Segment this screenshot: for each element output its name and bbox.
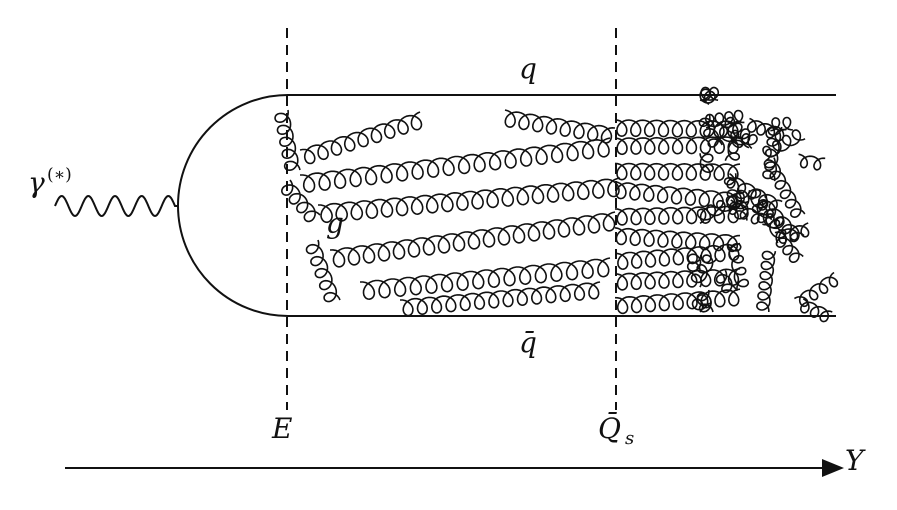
gluon-line — [299, 111, 423, 165]
gluon-line — [504, 109, 616, 144]
gluon-line — [614, 227, 741, 253]
gluon-line — [745, 188, 787, 244]
gluon-line — [726, 173, 783, 212]
gluon-line — [704, 109, 745, 129]
gluon-line — [756, 250, 777, 312]
gluon-line — [775, 233, 804, 263]
gluon-line — [762, 129, 806, 162]
axis-label: Y — [845, 444, 866, 477]
gluon-line — [614, 136, 741, 156]
gluon-line — [280, 179, 321, 223]
gluon-line — [300, 137, 611, 193]
gluon-line — [318, 177, 621, 224]
photon-label: γ — [28, 166, 45, 199]
cut-right-label: Q̄ — [598, 411, 621, 445]
gluon-line — [400, 281, 601, 317]
gluon-line — [696, 191, 749, 224]
quark-label: q — [519, 52, 537, 85]
gluon-line — [614, 181, 740, 210]
gluon-line — [614, 162, 741, 182]
gluon-line — [614, 205, 741, 226]
gluon-line — [726, 242, 750, 291]
gluon-line — [614, 267, 741, 291]
gluon-line — [724, 135, 744, 161]
gluon-label: g — [326, 207, 344, 240]
gluon-line — [764, 157, 806, 219]
gluon-line — [615, 242, 741, 271]
gluon-cascade — [274, 86, 839, 323]
gluon-line — [700, 86, 720, 101]
dipole-semicircle — [177, 94, 289, 317]
gluon-line — [798, 153, 826, 171]
gluon-line — [699, 153, 715, 174]
photon-wavy-line — [54, 194, 178, 218]
gluon-line — [715, 269, 737, 294]
antiquark-label: q̄ — [519, 326, 537, 359]
gluon-line — [329, 211, 616, 268]
gluon-line — [690, 254, 718, 288]
cut-left-label: E — [271, 412, 292, 445]
gluon-line — [720, 116, 758, 149]
gluon-line — [746, 117, 787, 142]
gluon-line — [799, 298, 833, 323]
gluon-line — [698, 113, 723, 148]
gluon-line — [794, 271, 839, 308]
gluon-line — [614, 288, 741, 315]
gluon-line — [274, 109, 301, 172]
gluon-line — [728, 199, 765, 225]
gluon-line — [770, 116, 793, 132]
rapidity-axis-arrowhead — [822, 459, 844, 477]
gluon-line — [691, 294, 711, 313]
gluon-line — [686, 253, 702, 272]
photon-label-superscript: (∗) — [47, 165, 72, 185]
cut-right-label-subscript: s — [625, 428, 634, 449]
gluon-line — [305, 239, 341, 303]
gluon-line — [774, 222, 810, 245]
gluon-line — [360, 257, 611, 301]
